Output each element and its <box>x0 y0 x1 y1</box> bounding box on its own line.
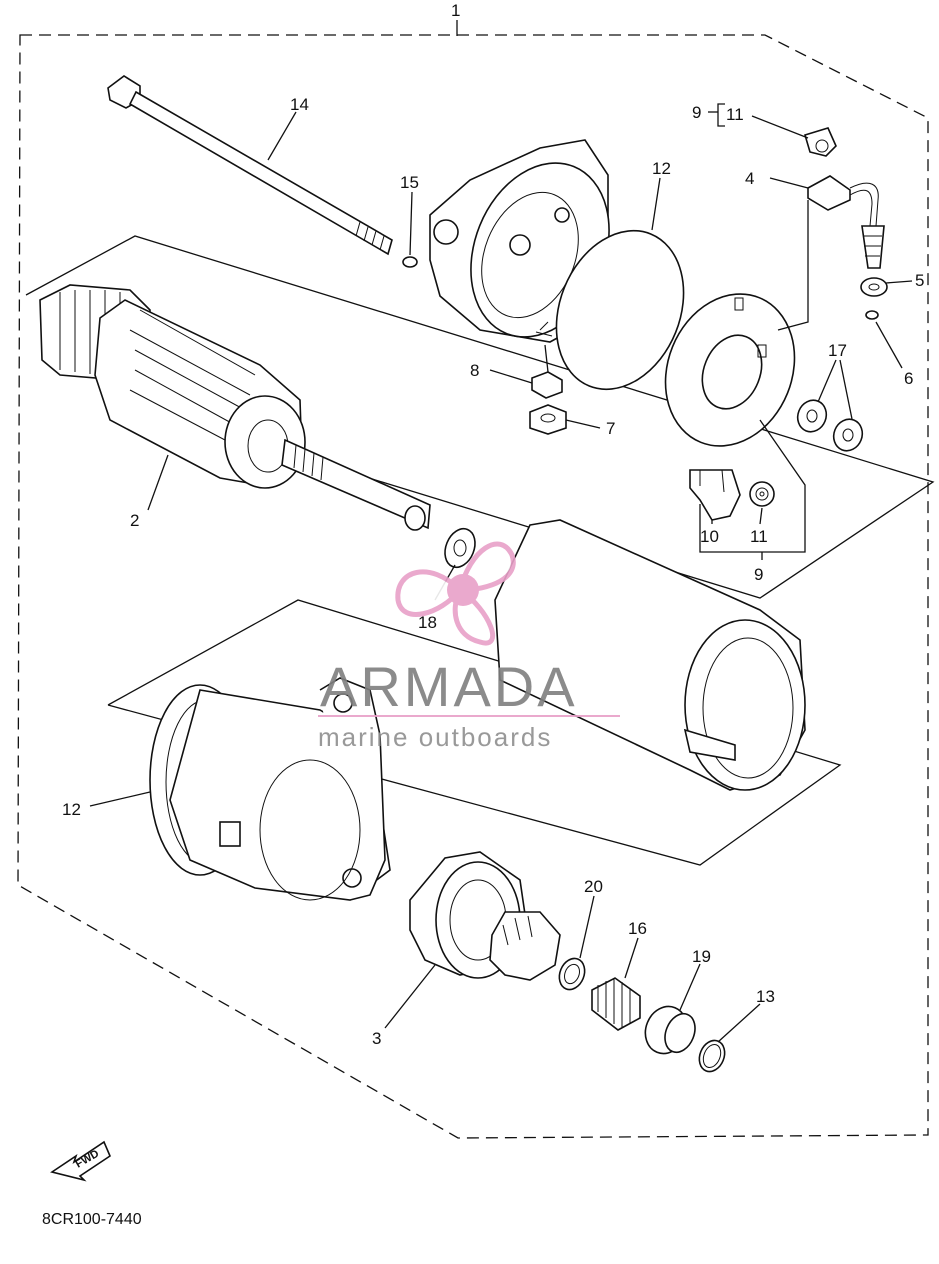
label-part-11-bottom: 11 <box>750 527 768 546</box>
label-part-20: 20 <box>584 877 603 896</box>
part-nut-7-hole <box>540 413 556 423</box>
label-part-16: 16 <box>628 919 647 938</box>
part-stopper-19 <box>644 1005 696 1055</box>
label-part-5: 5 <box>915 271 924 290</box>
label-part-9-bottom: 9 <box>754 565 763 584</box>
part-brush-holder-10 <box>689 469 741 521</box>
label-part-18: 18 <box>418 613 437 632</box>
part-front-housing <box>149 677 391 901</box>
label-part-12-top: 12 <box>652 159 671 178</box>
part-washer-17a <box>796 399 828 433</box>
part-spring-11-top <box>804 127 837 157</box>
watermark-tagline: marine outboards <box>318 722 552 752</box>
part-spring-11-bottom <box>749 481 775 507</box>
part-armature <box>39 284 431 531</box>
part-yoke <box>494 519 806 791</box>
part-o-ring-6 <box>865 310 879 320</box>
propeller-logo-icon <box>395 541 516 646</box>
part-brush-plate <box>664 293 796 447</box>
part-washer-17b <box>832 418 864 452</box>
label-part-2: 2 <box>130 511 139 530</box>
watermark: ARMADA marine outboards <box>318 541 620 752</box>
part-through-bolt <box>107 75 393 256</box>
part-ring-20-inner <box>564 963 580 985</box>
watermark-brand: ARMADA <box>320 655 578 718</box>
label-part-9-top: 9 <box>692 103 701 122</box>
part-washer-17a-hole <box>806 409 818 423</box>
label-part-4: 4 <box>745 169 754 188</box>
part-ring-20 <box>558 957 586 991</box>
part-washer-18-hole <box>453 539 467 557</box>
label-part-12-left: 12 <box>62 800 81 819</box>
label-part-11-top: 11 <box>726 105 744 124</box>
part-washer-17b-hole <box>842 428 854 442</box>
label-part-3: 3 <box>372 1029 381 1048</box>
part-circlip-13-inner <box>702 1043 722 1069</box>
label-part-15: 15 <box>400 173 419 192</box>
label-part-17: 17 <box>828 341 847 360</box>
label-part-6: 6 <box>904 369 913 388</box>
part-nut-7 <box>529 404 567 435</box>
label-part-1: 1 <box>451 1 460 20</box>
part-washer-5-hole <box>868 283 880 291</box>
label-part-13: 13 <box>756 987 775 1006</box>
part-spring-16 <box>591 977 641 1031</box>
assembly-dashed-boundary <box>17 34 929 1139</box>
part-o-ring-15 <box>402 256 418 268</box>
leader-lines <box>89 20 913 1043</box>
part-clutch-pinion <box>409 851 561 981</box>
fwd-arrow: FWD <box>50 1140 111 1182</box>
part-nut-8 <box>531 371 563 399</box>
part-circlip-13 <box>698 1039 726 1073</box>
label-part-14: 14 <box>290 95 309 114</box>
part-brush-lead <box>807 175 885 269</box>
label-part-10: 10 <box>700 527 719 546</box>
label-part-8: 8 <box>470 361 479 380</box>
label-part-7: 7 <box>606 419 615 438</box>
lower-plane-outline <box>107 599 842 866</box>
drawing-code: 8CR100-7440 <box>42 1211 142 1228</box>
label-part-19: 19 <box>692 947 711 966</box>
part-gasket-upper <box>555 229 685 391</box>
part-washer-5 <box>860 277 888 297</box>
part-washer-18 <box>444 527 476 569</box>
